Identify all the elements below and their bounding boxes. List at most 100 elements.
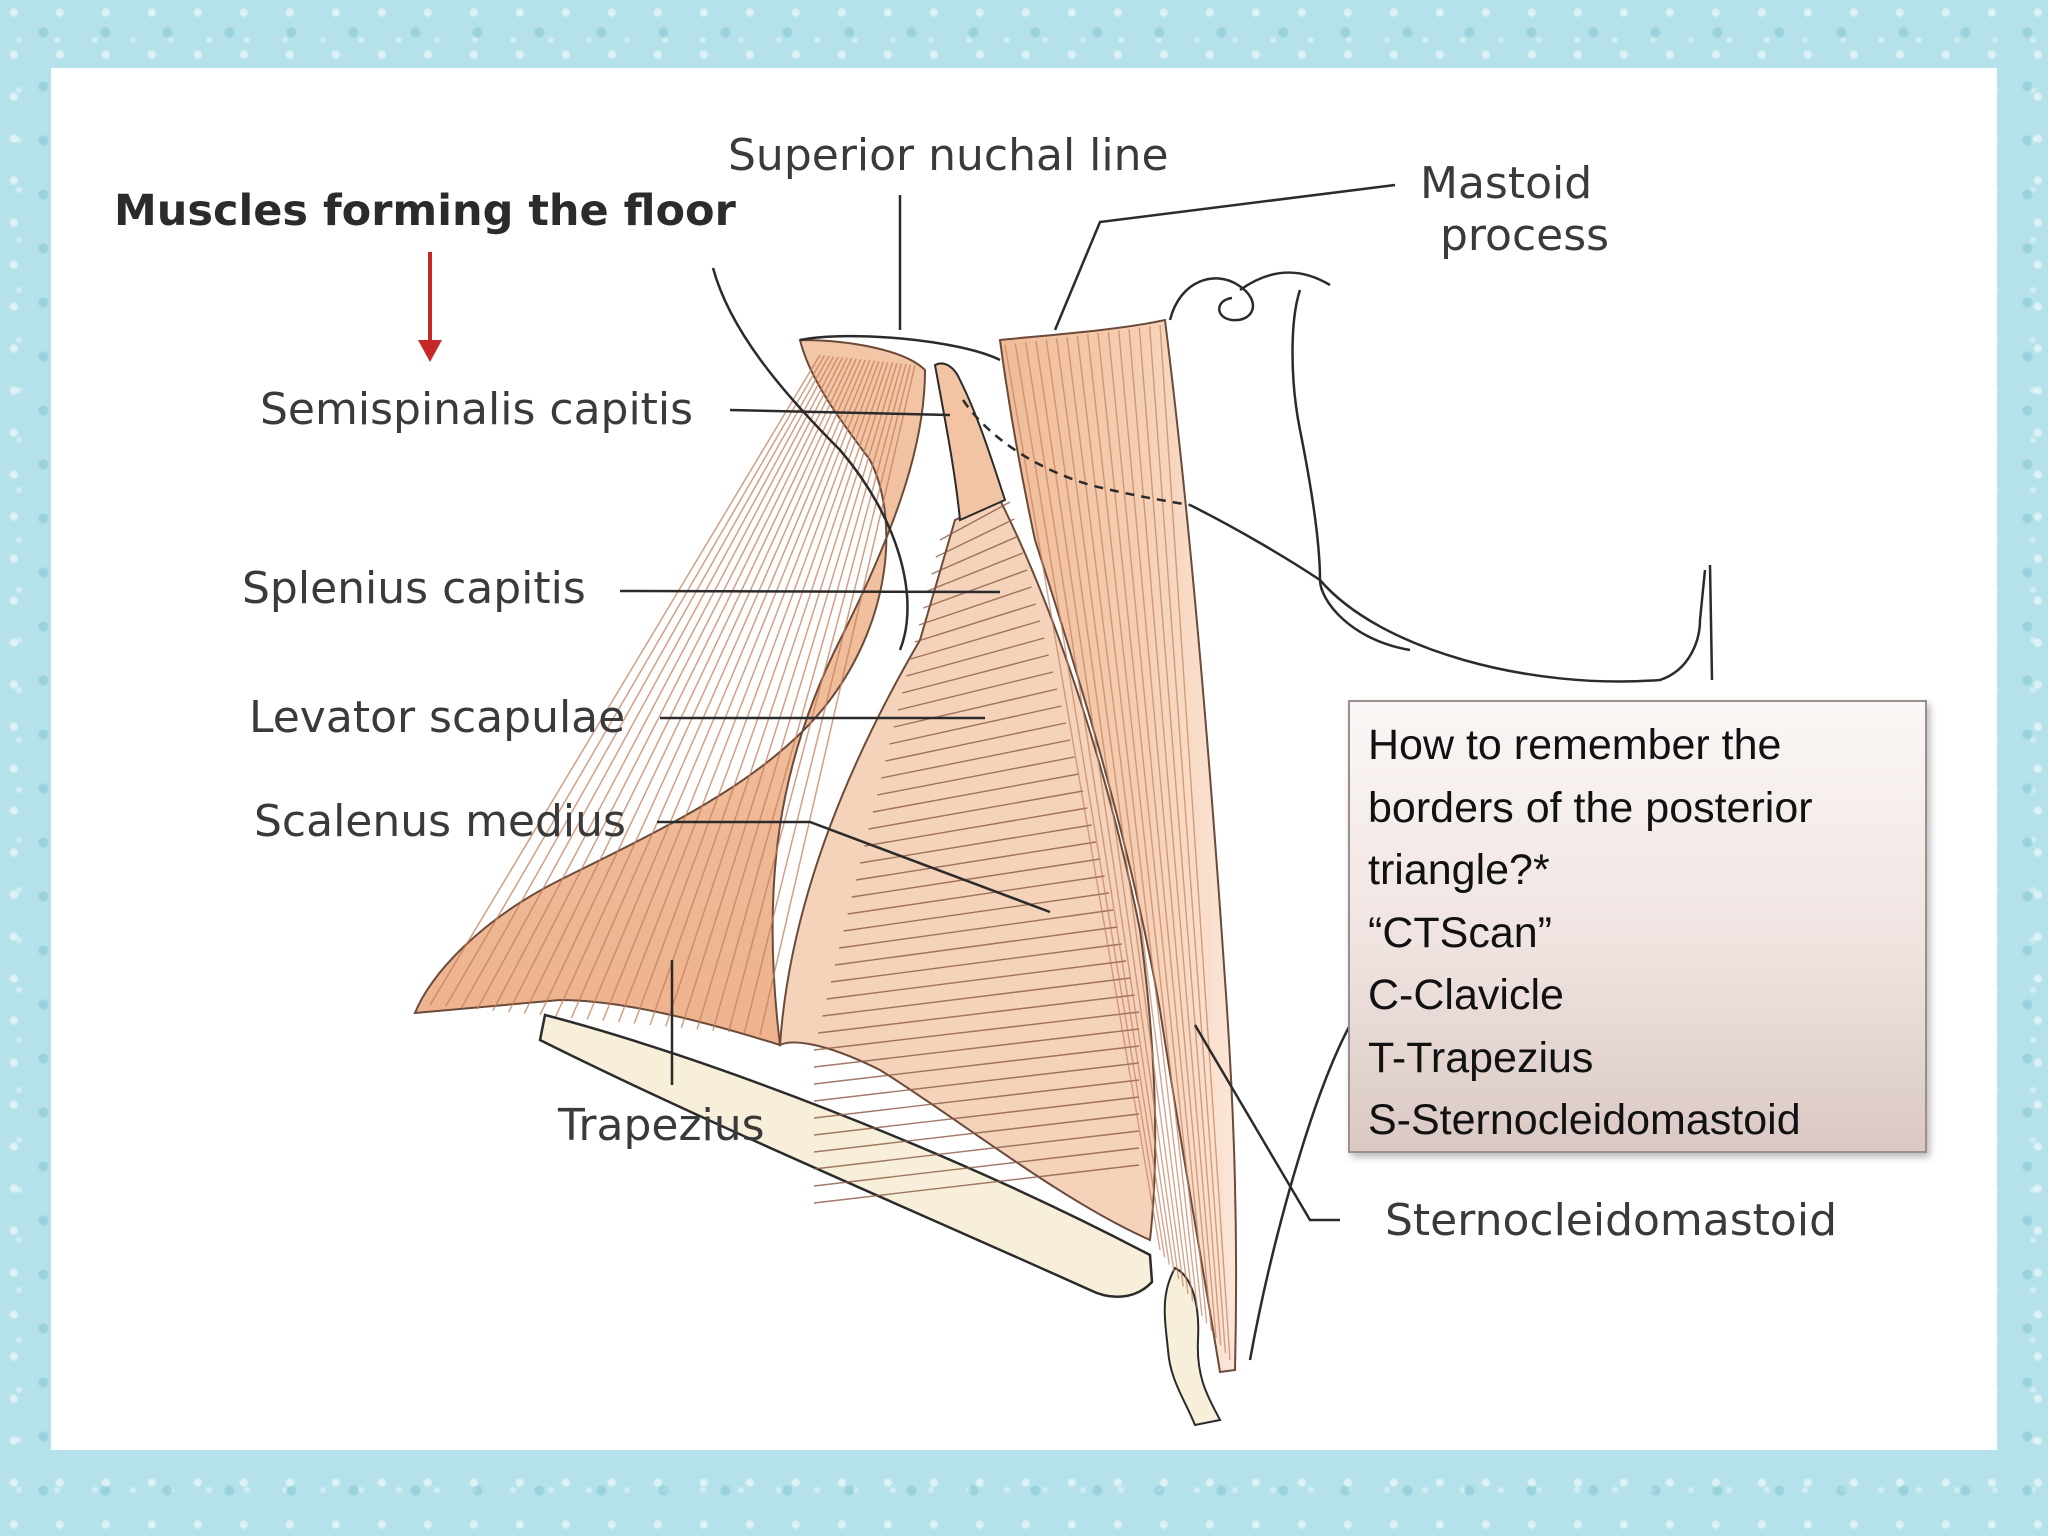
trapezius-fibre xyxy=(476,356,835,1010)
label-mastoid-line1: Mastoid xyxy=(1420,158,1593,209)
floor-hatch-line xyxy=(864,807,1088,847)
mnemonic-line: C-Clavicle xyxy=(1368,971,1564,1019)
floor-hatch-line xyxy=(813,1062,1140,1102)
neck-back-outline xyxy=(711,267,909,651)
trapezius-fibre xyxy=(759,364,916,1036)
trapezius-fibre xyxy=(507,357,844,1013)
scm-fibre xyxy=(1076,335,1194,1302)
scm-fibre xyxy=(1055,338,1185,1287)
occiput-outline xyxy=(799,334,1001,362)
floor-hatch-line xyxy=(914,603,1037,643)
semispinalis-capitis-muscle xyxy=(933,362,1007,522)
floor-hatch-line xyxy=(922,569,1028,609)
dashed-mastoid-line xyxy=(961,399,1191,507)
ear-outline xyxy=(1168,271,1331,322)
floor-hatch-line xyxy=(851,858,1101,898)
floor-hatch-line xyxy=(939,501,1011,541)
scm-fibre xyxy=(1117,330,1213,1331)
trapezius-fibre xyxy=(429,354,821,1006)
trapezius-fibre xyxy=(743,364,912,1034)
floor-hatch-line xyxy=(855,841,1097,881)
mnemonic-line: How to remember the xyxy=(1368,721,1782,769)
trapezius-fibre xyxy=(649,361,885,1026)
floor-hatch-line xyxy=(826,960,1127,1000)
floor-hatch-line xyxy=(889,705,1062,745)
floor-muscles-heading: Muscles forming the floor xyxy=(114,186,736,236)
scm-fibre xyxy=(1138,327,1222,1346)
scm-fibre xyxy=(1004,344,1161,1251)
trapezius-fibre xyxy=(633,360,880,1024)
floor-hatching xyxy=(813,501,1140,1204)
mnemonic-box: How to remember the borders of the poste… xyxy=(1348,700,1927,1153)
sternum-bone xyxy=(1163,1266,1222,1427)
scm-fibre xyxy=(1035,340,1175,1273)
label-sternocleidomastoid: Sternocleidomastoid xyxy=(1385,1195,1838,1246)
trapezius-fibre xyxy=(523,357,848,1014)
floor-hatch-line xyxy=(885,722,1067,762)
mnemonic-line: T-Trapezius xyxy=(1368,1033,1594,1082)
floor-hatch-line xyxy=(813,1096,1140,1136)
scm-fibre xyxy=(1107,331,1208,1324)
mnemonic-line: S-Sternocleidomastoid xyxy=(1368,1096,1801,1144)
scm-fibre xyxy=(1014,343,1166,1258)
mnemonic-line: “CTScan” xyxy=(1368,908,1552,957)
floor-hatch-line xyxy=(918,586,1032,626)
label-mastoid-line2: process xyxy=(1440,210,1610,261)
trapezius-fibre xyxy=(445,355,826,1007)
floor-hatch-line xyxy=(927,552,1024,592)
trapezius-fibre xyxy=(696,362,898,1030)
mnemonic-line: borders of the posterior xyxy=(1368,783,1813,832)
floor-hatch-line xyxy=(813,1164,1140,1204)
floor-hatch-line xyxy=(910,620,1041,660)
scm-fibre xyxy=(1045,339,1180,1280)
trapezius-fibre xyxy=(665,361,889,1027)
floor-hatch-line xyxy=(931,535,1019,575)
floor-hatch-line xyxy=(813,1045,1140,1085)
floor-hatch-line xyxy=(843,892,1109,932)
floor-hatch-line xyxy=(860,824,1092,864)
trapezius-fibre xyxy=(617,360,875,1023)
floor-hatch-line xyxy=(813,1011,1140,1051)
trapezius-muscle xyxy=(413,338,927,1047)
trapezius-fibre xyxy=(555,358,857,1017)
clavicle-bone xyxy=(538,1013,1154,1298)
trapezius-fibre xyxy=(570,358,862,1019)
floor-hatch-line xyxy=(839,909,1114,949)
trapezius-fibre xyxy=(727,363,907,1033)
trapezius-fibre xyxy=(602,359,871,1021)
trapezius-fibre xyxy=(586,359,866,1020)
label-levator-scapulae: Levator scapulae xyxy=(249,692,626,743)
sternocleidomastoid-striations xyxy=(1004,324,1231,1361)
floor-hatch-line xyxy=(813,1130,1140,1170)
floor-hatch-line xyxy=(893,688,1058,728)
scm-fibre xyxy=(1148,326,1227,1353)
floor-hatch-line xyxy=(813,1147,1140,1187)
floor-hatch-line xyxy=(813,1079,1140,1119)
floor-hatch-line xyxy=(935,518,1015,558)
floor-hatch-line xyxy=(847,875,1105,915)
scm-fibre xyxy=(1086,334,1199,1309)
floor-hatch-line xyxy=(906,637,1045,677)
floor-hatch-line xyxy=(881,739,1071,779)
floor-hatch-line xyxy=(872,773,1079,813)
trapezius-fibre xyxy=(460,355,830,1009)
floor-hatch-line xyxy=(834,926,1118,966)
mnemonic-line: triangle?* xyxy=(1368,846,1550,894)
label-splenius-capitis: Splenius capitis xyxy=(242,563,586,614)
floor-hatch-line xyxy=(868,790,1084,830)
floor-hatch-line xyxy=(813,1113,1140,1153)
trapezius-fibre xyxy=(492,356,839,1012)
leader-lines xyxy=(619,183,1396,1222)
label-superior-nuchal-line: Superior nuchal line xyxy=(728,130,1169,181)
floor-hatch-line xyxy=(902,654,1049,694)
floor-hatch-line xyxy=(830,943,1122,983)
floor-hatch-line xyxy=(813,1028,1140,1068)
scm-fibre xyxy=(1097,332,1203,1317)
throat-outline xyxy=(1248,1024,1352,1361)
chin-outline xyxy=(1318,564,1714,681)
scm-fibre xyxy=(1066,336,1189,1295)
floor-hatch-line xyxy=(897,671,1054,711)
label-trapezius: Trapezius xyxy=(558,1100,765,1151)
floor-hatch-line xyxy=(818,994,1135,1034)
